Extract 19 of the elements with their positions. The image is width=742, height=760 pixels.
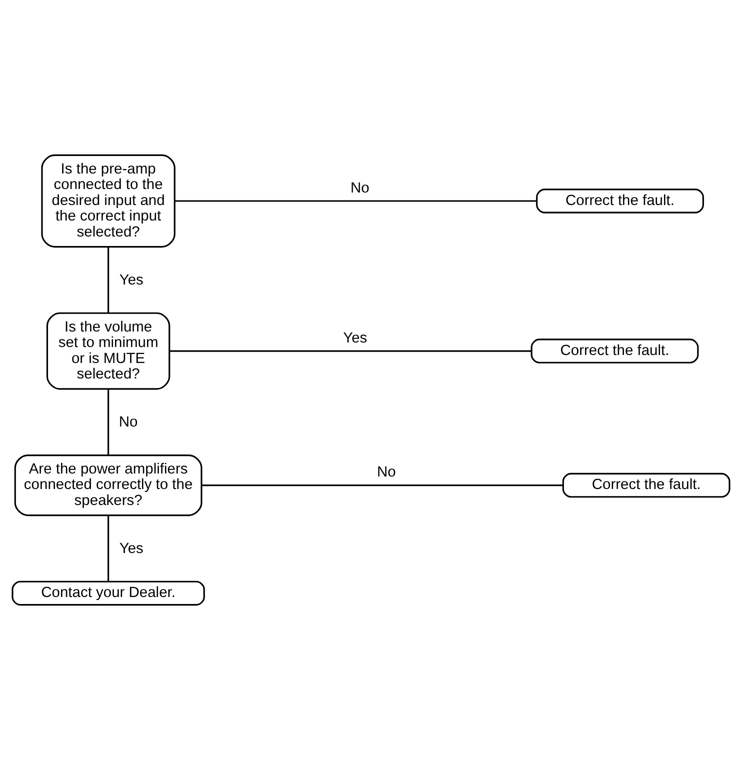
connector bbox=[169, 350, 532, 352]
connector bbox=[108, 389, 110, 455]
connector bbox=[202, 484, 563, 486]
edge-label: Yes bbox=[343, 330, 368, 346]
connector bbox=[108, 246, 110, 313]
edge-label: No bbox=[118, 414, 138, 431]
node-box: Correct the fault. bbox=[562, 472, 730, 498]
node-box: Contact your Dealer. bbox=[12, 580, 205, 606]
node-box: Is the pre-amp connected to the desired input and the correct input selected? bbox=[41, 154, 176, 248]
node-box: Are the power amplifiers connected correctly to the speakers? bbox=[14, 454, 202, 516]
edge-label: Yes bbox=[119, 540, 144, 557]
edge-label: No bbox=[377, 464, 396, 481]
edge-label: No bbox=[350, 180, 370, 196]
node-box: Is the volume set to minimum or is MUTE selected? bbox=[46, 312, 170, 390]
node-box: Correct the fault. bbox=[536, 188, 704, 214]
connector bbox=[108, 516, 110, 582]
node-box: Correct the fault. bbox=[530, 338, 699, 364]
edge-label: Yes bbox=[119, 272, 144, 288]
connector bbox=[174, 200, 537, 202]
